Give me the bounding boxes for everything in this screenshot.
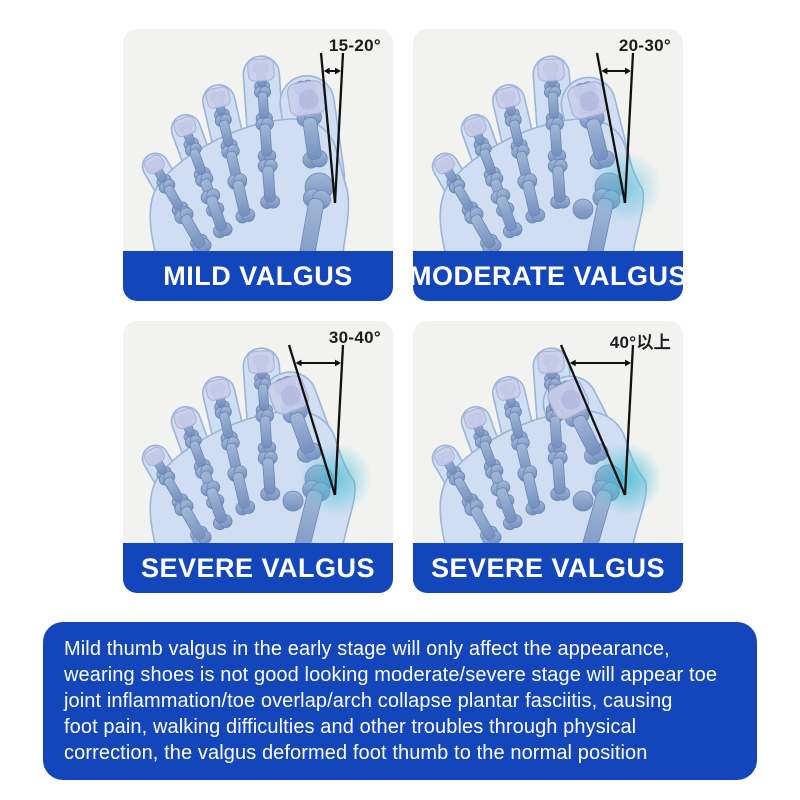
angle-range-label: 20-30° <box>618 36 671 55</box>
stage-banner: SEVERE VALGUS <box>413 543 683 593</box>
angle-range-label: 15-20° <box>328 36 381 55</box>
angle-range-label: 30-40° <box>328 328 381 347</box>
stage-card-severe-1: 30-40° SEVERE VALGUS <box>123 321 393 593</box>
stage-card-severe-2: 40°以上 SEVERE VALGUS <box>413 321 683 593</box>
description-text: Mild thumb valgus in the early stage wil… <box>64 638 718 764</box>
stage-banner-label: SEVERE VALGUS <box>140 552 376 583</box>
stage-banner: MODERATE VALGUS <box>409 251 687 301</box>
stage-card-moderate: 20-30° MODERATE VALGUS <box>409 29 687 301</box>
stage-banner: SEVERE VALGUS <box>123 543 393 593</box>
stage-card-mild: 15-20° MILD VALGUS <box>123 29 393 301</box>
stage-banner-label: MILD VALGUS <box>163 260 353 291</box>
foot-xray-illustration-mild <box>141 52 350 251</box>
angle-range-label: 40°以上 <box>609 333 671 352</box>
stage-banner-label: SEVERE VALGUS <box>430 552 666 583</box>
foot-xray-illustration-moderate <box>431 52 662 251</box>
stage-banner-label: MODERATE VALGUS <box>409 260 688 291</box>
foot-xray-illustration-severe-2 <box>431 344 662 543</box>
foot-xray-illustration-severe-1 <box>141 344 372 543</box>
stage-banner: MILD VALGUS <box>123 251 393 301</box>
description-panel: Mild thumb valgus in the early stage wil… <box>43 622 757 780</box>
